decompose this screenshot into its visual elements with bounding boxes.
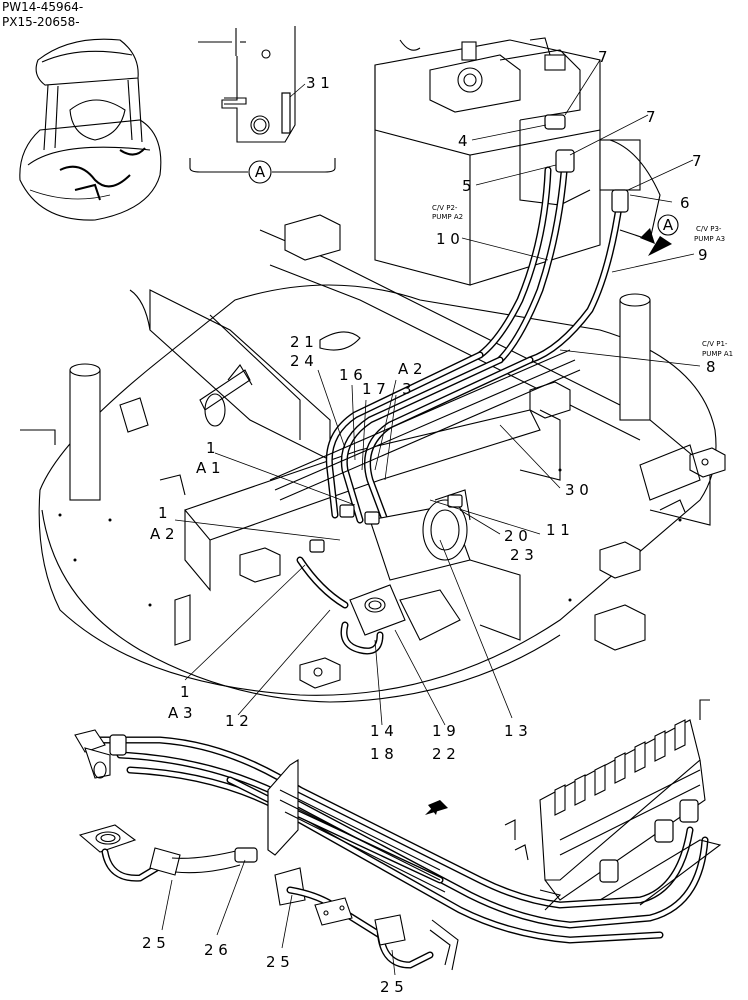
callout-24: 2 4 (290, 352, 314, 370)
callout-1c: 1 (180, 683, 190, 701)
serial-range-1: PW14-45964- (2, 0, 84, 14)
cv-p2-label-line2: PUMP A2 (432, 213, 463, 221)
upper-hoses: A (269, 114, 679, 655)
callout-7c: 7 (692, 152, 702, 170)
control-valve-upper (374, 37, 661, 286)
callout-19: 1 9 (432, 722, 456, 740)
lower-assembly (74, 699, 722, 971)
callout-14: 1 4 (370, 722, 394, 740)
callout-a1: A 1 (196, 459, 221, 477)
cv-p1-label-line1: C/V P1- (702, 340, 728, 348)
part-callouts: 7 7 7 4 5 6 1 0 9 8 2 1 2 4 1 6 1 7 3 A … (142, 48, 716, 996)
callout-5: 5 (462, 177, 472, 195)
callout-30: 3 0 (565, 481, 589, 499)
callout-26: 2 6 (204, 941, 228, 959)
callout-6: 6 (680, 194, 690, 212)
callout-a2-upper: A 2 (398, 360, 423, 378)
callout-18: 1 8 (370, 745, 394, 763)
cv-p2-label-line1: C/V P2- (432, 204, 458, 212)
callout-17: 1 7 (362, 380, 386, 398)
serial-range-2: PX15-20658- (2, 15, 80, 29)
callout-21: 2 1 (290, 333, 314, 351)
callout-4: 4 (458, 132, 468, 150)
machine-thumbnail (19, 38, 162, 221)
cv-p3-label-line1: C/V P3- (696, 225, 722, 233)
callout-23: 2 3 (510, 546, 534, 564)
inset-part-31-label: 3 1 (306, 74, 330, 92)
callout-8: 8 (706, 358, 716, 376)
callout-1b: 1 (158, 504, 168, 522)
callout-25b: 2 5 (266, 953, 290, 971)
cv-labels: C/V P2- PUMP A2 C/V P3- PUMP A3 C/V P1- … (432, 204, 733, 358)
callout-20: 2 0 (504, 527, 528, 545)
callout-22: 2 2 (432, 745, 456, 763)
callout-1a: 1 (206, 439, 216, 457)
callout-7a: 7 (598, 48, 608, 66)
cv-p1-label-line2: PUMP A1 (702, 350, 733, 358)
callout-16: 1 6 (339, 366, 363, 384)
callout-a3: A 3 (168, 704, 193, 722)
callout-9: 9 (698, 246, 708, 264)
view-a-marker: A (663, 216, 674, 234)
callout-25a: 2 5 (142, 934, 166, 952)
upper-frame (20, 214, 726, 703)
callout-a2-lower: A 2 (150, 525, 175, 543)
callout-13: 1 3 (504, 722, 528, 740)
callout-3: 3 (402, 380, 412, 398)
cv-p3-label-line2: PUMP A3 (694, 235, 725, 243)
callout-25c: 2 5 (380, 978, 404, 996)
leader-lines (161, 59, 701, 976)
callout-7b: 7 (646, 108, 656, 126)
inset-view-a-label: A (255, 163, 266, 181)
callout-10: 1 0 (436, 230, 460, 248)
callout-11: 1 1 (546, 521, 570, 539)
inset-view-a: 3 1 A (189, 26, 336, 184)
callout-12: 1 2 (225, 712, 249, 730)
